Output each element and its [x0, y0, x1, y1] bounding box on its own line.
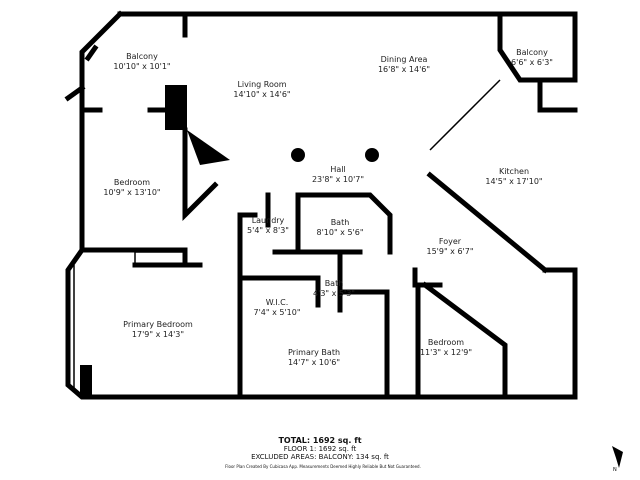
column: [365, 148, 379, 162]
floor-area: FLOOR 1: 1692 sq. ft: [283, 445, 357, 453]
stair-block: [187, 130, 230, 165]
excluded-area: EXCLUDED AREAS: BALCONY: 134 sq. ft: [251, 453, 389, 461]
column-block: [80, 365, 92, 397]
room-label-wic: W.I.C.7'4" x 5'10": [253, 298, 301, 317]
fireplace: [134, 251, 186, 267]
column: [291, 148, 305, 162]
fireplace-block: [165, 85, 187, 130]
total-area: TOTAL: 1692 sq. ft: [278, 436, 362, 445]
compass-label: N: [613, 467, 617, 473]
disclaimer: Floor Plan Created By Cubicasa App. Meas…: [225, 464, 421, 469]
compass-icon: [612, 446, 623, 468]
